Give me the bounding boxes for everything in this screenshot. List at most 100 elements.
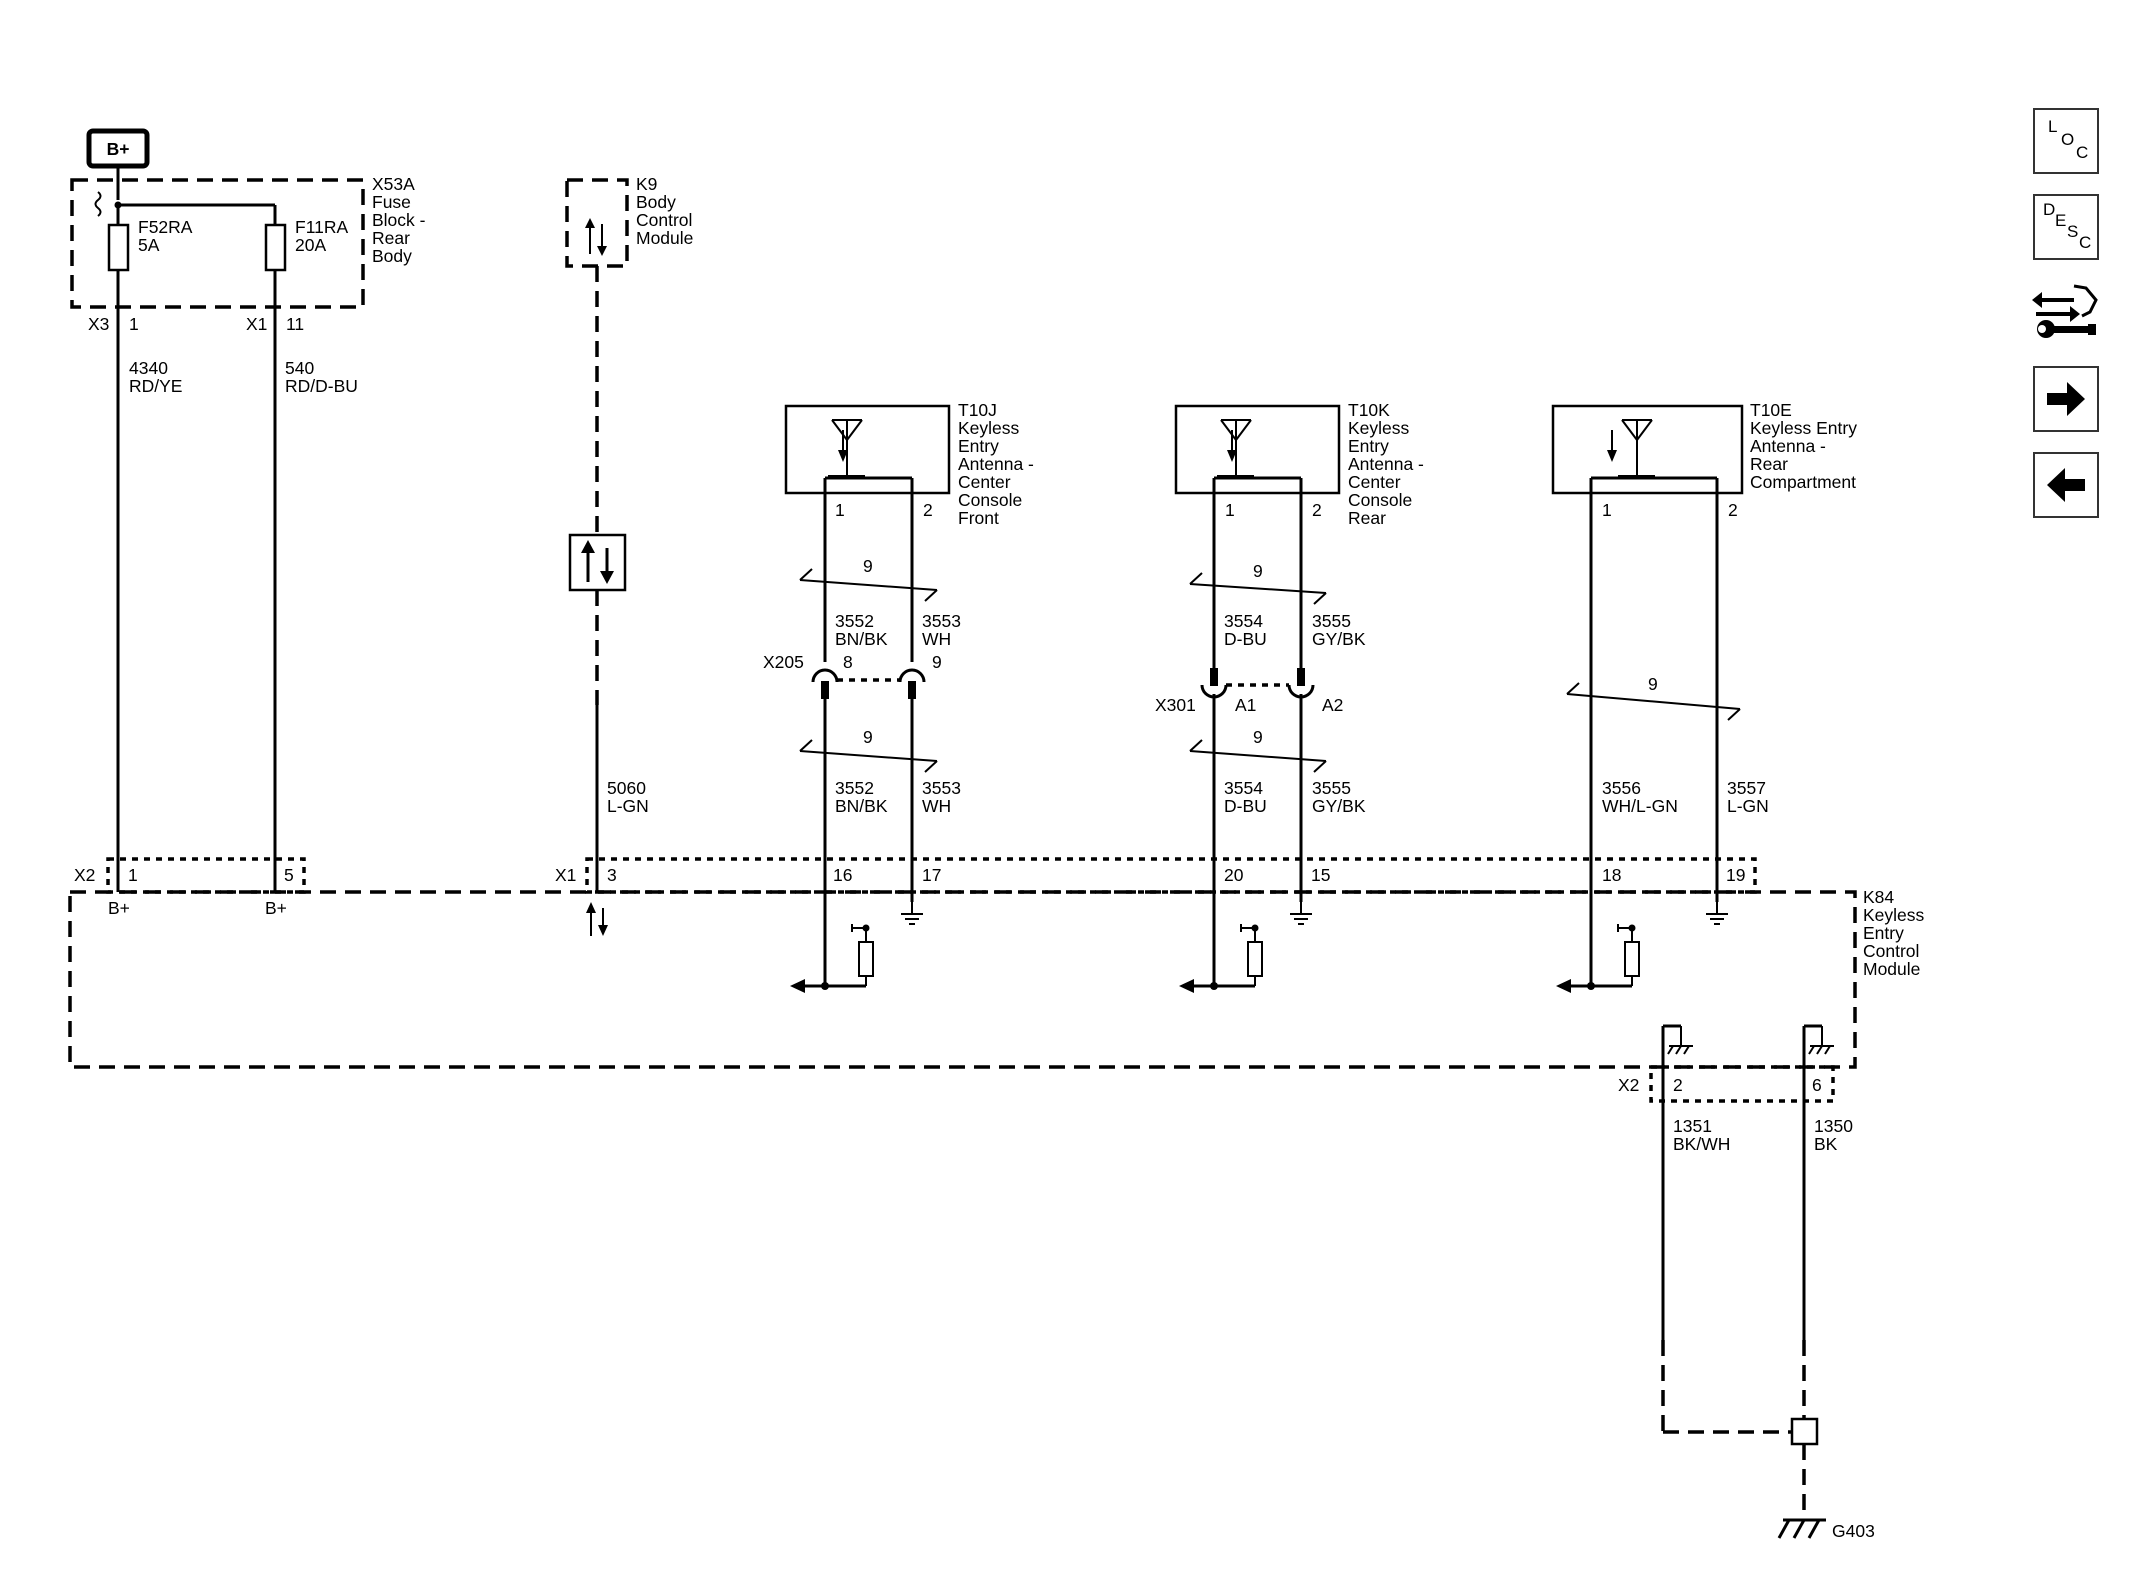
antenna-t10j-name-line: Center xyxy=(958,472,1011,492)
antenna-t10k-name-line: Rear xyxy=(1348,508,1386,528)
pin-x1-18: 18 xyxy=(1602,865,1621,885)
wire-3554-circuit: 3554 xyxy=(1224,611,1263,631)
module-bplus-a: B+ xyxy=(108,898,130,918)
desc-icon: D E S C xyxy=(2043,200,2091,252)
bcm-name-line: Control xyxy=(636,210,692,230)
wire-3557-circuit: 3557 xyxy=(1727,778,1766,798)
wire-5060-circuit: 5060 xyxy=(607,778,646,798)
bcm-name: K9 Body Control Module xyxy=(636,174,697,248)
antenna-t10e: T10E Keyless Entry Antenna - Rear Compar… xyxy=(1551,400,1862,520)
antenna-t10j: T10J Keyless Entry Antenna - Center Cons… xyxy=(784,400,1039,528)
antenna-t10j-name-line: Antenna - xyxy=(958,454,1034,474)
wire-3556-color: WH/L-GN xyxy=(1602,796,1678,816)
antenna-t10e-name-line: Keyless Entry xyxy=(1750,418,1857,438)
conn-x1-fuse: X1 xyxy=(246,314,267,334)
wire-3552-circuit: 3552 xyxy=(835,778,874,798)
wire-3552-color: BN/BK xyxy=(835,629,888,649)
antenna-t10k-name: T10K Keyless Entry Antenna - Center Cons… xyxy=(1348,400,1429,528)
bplus-supply: B+ xyxy=(86,128,150,200)
pin-x1-16: 16 xyxy=(833,865,852,885)
keyless-entry-control-module-k84: K84 Keyless Entry Control Module X2 1 5 … xyxy=(68,857,1929,1103)
pin-x1-3: 3 xyxy=(607,865,617,885)
loc-icon: L O C xyxy=(2048,117,2088,162)
pin-x1-20: 20 xyxy=(1224,865,1244,885)
antenna-t10j-name-line: Keyless xyxy=(958,418,1020,438)
conn-x3: X3 xyxy=(88,314,109,334)
module-name-line: K84 xyxy=(1863,887,1894,907)
antenna-t10k: T10K Keyless Entry Antenna - Center Cons… xyxy=(1174,400,1429,528)
ground-name: G403 xyxy=(1832,1521,1875,1541)
antenna-t10k-name-line: Keyless xyxy=(1348,418,1410,438)
pin-x1-11: 11 xyxy=(286,314,304,334)
antenna-t10e-name-line: Compartment xyxy=(1750,472,1856,492)
antenna-t10e-name: T10E Keyless Entry Antenna - Rear Compar… xyxy=(1750,400,1862,492)
antenna-t10j-pin2: 2 xyxy=(923,500,933,520)
loc-letter: O xyxy=(2061,130,2074,149)
bplus-label: B+ xyxy=(107,139,130,159)
loc-letter: C xyxy=(2076,143,2088,162)
twisted-pair-marker xyxy=(1189,750,1327,762)
fuse-f52ra-rating: 5A xyxy=(138,235,160,255)
antenna-t10j-name-line: T10J xyxy=(958,400,997,420)
module-name-line: Keyless xyxy=(1863,905,1925,925)
pin-x2-6: 6 xyxy=(1812,1075,1822,1095)
antenna-t10k-name-line: Entry xyxy=(1348,436,1389,456)
wire-3555-color: GY/BK xyxy=(1312,796,1366,816)
twist-label: 9 xyxy=(1253,561,1263,581)
fuse-block-name-line: Fuse xyxy=(372,192,411,212)
antenna-t10k-name-line: Center xyxy=(1348,472,1401,492)
pin-x1-19: 19 xyxy=(1726,865,1745,885)
driver-t10e xyxy=(1556,892,1729,993)
twist-label: 9 xyxy=(863,727,873,747)
conn-x2-left: X2 xyxy=(74,865,95,885)
wire-3555-circuit: 3555 xyxy=(1312,611,1351,631)
twist-label: 9 xyxy=(1648,674,1658,694)
wire-4340-circuit: 4340 xyxy=(129,358,168,378)
antenna-t10e-name-line: Antenna - xyxy=(1750,436,1826,456)
antenna-t10e-pin2: 2 xyxy=(1728,500,1738,520)
connector-x205-pin-b: 9 xyxy=(932,652,942,672)
wire-3553-color: WH xyxy=(922,796,951,816)
arrow-right-icon xyxy=(2047,382,2085,416)
wire-3553-color: WH xyxy=(922,629,951,649)
wire-5060: 5060 L-GN xyxy=(568,266,649,892)
antenna-t10j-name: T10J Keyless Entry Antenna - Center Cons… xyxy=(958,400,1039,528)
loc-button[interactable]: L O C xyxy=(2033,108,2099,174)
arrow-left-icon xyxy=(2047,468,2085,502)
twist-label: 9 xyxy=(863,556,873,576)
antenna-t10e-name-line: T10E xyxy=(1750,400,1792,420)
fuse-f11ra-name: F11RA xyxy=(295,217,348,237)
connector-x205: X205 8 9 xyxy=(763,652,942,699)
conn-x1-module: X1 xyxy=(555,865,576,885)
antenna-t10e-name-line: Rear xyxy=(1750,454,1788,474)
twist-label: 9 xyxy=(1253,727,1263,747)
connector-x2-left xyxy=(106,857,306,894)
bcm-name-line: Body xyxy=(636,192,676,212)
fuse-block-name-line: Rear xyxy=(372,228,410,248)
twisted-pair-marker xyxy=(1189,583,1327,594)
module-name-line: Control xyxy=(1863,941,1919,961)
fuse-block-name-line: Body xyxy=(372,246,412,266)
wire-1350-color: BK xyxy=(1814,1134,1838,1154)
wire-3553-circuit: 3553 xyxy=(922,611,961,631)
antenna-t10j-name-line: Console xyxy=(958,490,1022,510)
next-button[interactable] xyxy=(2033,366,2099,432)
fuse-block-x53a: F52RA 5A F11RA 20A X53A Fuse Block - Rea… xyxy=(70,174,426,334)
wire-3557-color: L-GN xyxy=(1727,796,1769,816)
pin-x1-17: 17 xyxy=(922,865,941,885)
desc-button[interactable]: D E S C xyxy=(2033,194,2099,260)
desc-letter: E xyxy=(2055,211,2066,230)
wire-3554-color: D-BU xyxy=(1224,796,1267,816)
previous-button[interactable] xyxy=(2033,452,2099,518)
connector-tool-button[interactable] xyxy=(2030,276,2102,348)
antenna-t10k-name-line: Console xyxy=(1348,490,1412,510)
antenna-t10e-pin1: 1 xyxy=(1602,500,1612,520)
connector-wrench-icon xyxy=(2032,284,2098,338)
module-name: K84 Keyless Entry Control Module xyxy=(1863,887,1929,979)
connector-x205-pin-a: 8 xyxy=(843,652,853,672)
wire-540-color: RD/D-BU xyxy=(285,376,358,396)
pin-x2-1: 1 xyxy=(128,865,138,885)
antenna-t10j-pin1: 1 xyxy=(835,500,845,520)
twisted-pair-marker xyxy=(799,579,938,591)
antenna-t10k-pin2: 2 xyxy=(1312,500,1322,520)
